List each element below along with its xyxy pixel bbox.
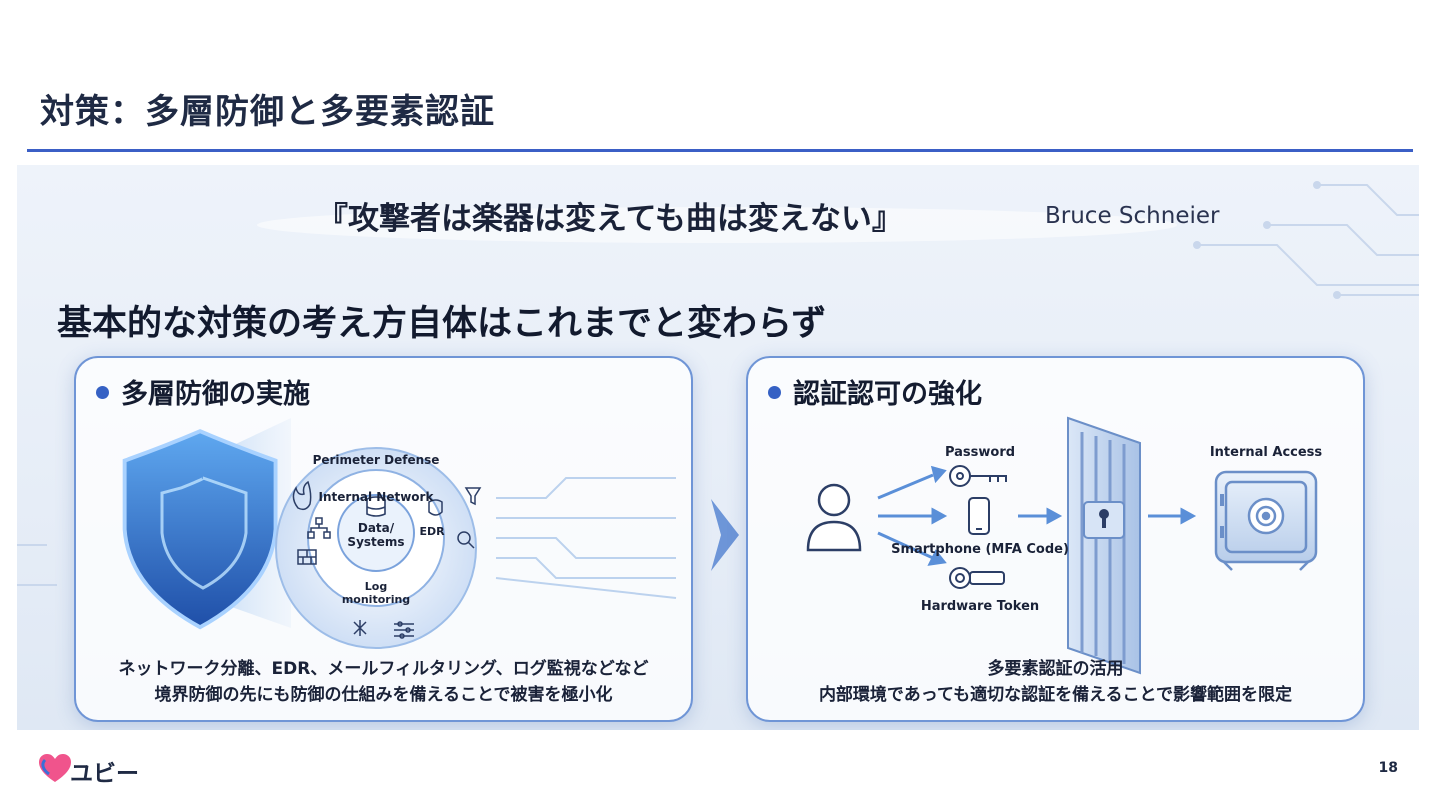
- magnifier-icon: [457, 531, 475, 549]
- alert-icon: [353, 620, 367, 636]
- title-divider: [27, 149, 1413, 152]
- bullet-dot: [768, 386, 781, 399]
- ring-middle-text: Internal Network: [318, 490, 434, 504]
- ring-edr-label: EDR: [419, 525, 445, 538]
- slide-title: 対策：多層防御と多要素認証: [40, 92, 495, 132]
- bullet-dot: [96, 386, 109, 399]
- auth-caption-line1: 多要素認証の活用: [987, 659, 1124, 679]
- smartphone-icon: [968, 497, 990, 535]
- fire-icon: [292, 480, 312, 511]
- chevron-right-icon: [711, 499, 739, 571]
- safe-icon: [1214, 470, 1318, 571]
- factor-smartphone-label: Smartphone (MFA Code): [891, 542, 1069, 557]
- factor-password-label: Password: [945, 445, 1015, 460]
- security-gate-icon: [1067, 416, 1141, 675]
- mfa-diagram: Password Smartphone (MFA Code) Hardware …: [806, 416, 1323, 675]
- internal-access-label: Internal Access: [1210, 445, 1323, 460]
- page-number: 18: [1378, 760, 1398, 776]
- defense-card-title: 多層防御の実施: [96, 372, 310, 411]
- ring-log-line1: Log: [365, 580, 387, 593]
- key-icon: [949, 465, 1007, 487]
- user-icon: [806, 483, 862, 552]
- brand-name: ユビー: [70, 761, 139, 787]
- quote-author: Bruce Schneier: [1045, 203, 1220, 229]
- hardware-token-icon: [949, 567, 1005, 589]
- defense-in-depth-diagram: Data/ Systems Perimeter Defense Internal…: [122, 418, 677, 649]
- auth-card-title: 認証認可の強化: [768, 372, 982, 411]
- ring-core-line2: Systems: [347, 535, 404, 549]
- factor-token-label: Hardware Token: [921, 599, 1039, 614]
- ring-log-line2: monitoring: [342, 593, 410, 606]
- ring-outer-label: Perimeter Defense: [313, 453, 440, 467]
- firewall-icon: [297, 549, 317, 565]
- circuit-lines-decoration: [17, 181, 1419, 586]
- quote-text: 『攻撃者は楽器は変えても曲は変えない』: [317, 201, 903, 237]
- shield-icon: [122, 429, 278, 630]
- defense-card: 多層防御の実施: [74, 356, 693, 722]
- auth-card: 認証認可の強化: [746, 356, 1365, 722]
- auth-caption-line2: 内部環境であっても適切な認証を備えることで影響範囲を限定: [818, 685, 1293, 705]
- threat-shield-icon: [428, 499, 443, 516]
- sliders-icon: [394, 621, 414, 639]
- defense-caption-line2: 境界防御の先にも防御の仕組みを備えることで被害を極小化: [154, 685, 613, 705]
- defense-caption-line1: ネットワーク分離、EDR、メールフィルタリング、ログ監視などなど: [118, 659, 649, 679]
- content-panel: 『攻撃者は楽器は変えても曲は変えない』 Bruce Schneier 基本的な対…: [17, 165, 1419, 730]
- ring-core-line1: Data/: [358, 521, 395, 535]
- database-icon: [366, 496, 386, 517]
- filter-icon: [464, 487, 482, 506]
- brand-heart-logo-icon: [39, 754, 71, 782]
- network-icon: [307, 517, 331, 539]
- headline: 基本的な対策の考え方自体はこれまでと変わらず: [57, 304, 827, 344]
